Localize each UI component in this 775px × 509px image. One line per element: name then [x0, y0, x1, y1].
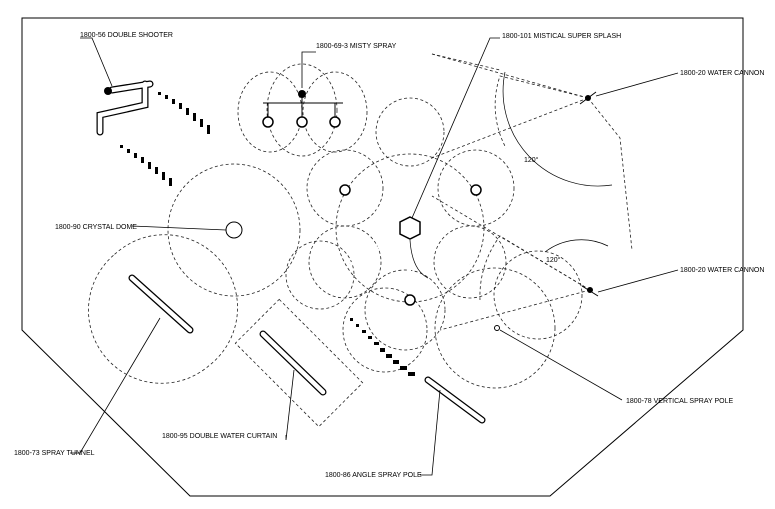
label-water-cannon-top: 1800-20 WATER CANNON	[680, 70, 764, 77]
water-cannon-bottom	[581, 285, 599, 297]
spray-tunnel	[128, 274, 194, 334]
label-spray-tunnel: 1800-73 SPRAY TUNNEL	[14, 450, 95, 457]
label-super-splash: 1800-101 MISTICAL SUPER SPLASH	[502, 33, 621, 40]
label-angle-spray-pole: 1800-86 ANGLE SPRAY POLE	[325, 472, 422, 479]
double-water-curtain	[259, 330, 327, 396]
angle-spray-pole	[350, 318, 486, 424]
angle-cannon-top: 120°	[524, 156, 539, 164]
label-double-water-curtain: 1800-95 DOUBLE WATER CURTAIN	[162, 433, 277, 440]
label-water-cannon-bottom: 1800-20 WATER CANNON	[680, 267, 764, 274]
site-boundary	[21, 17, 744, 497]
spray-zones	[88, 53, 633, 428]
vertical-spray-pole	[494, 325, 500, 331]
label-crystal-dome: 1800-90 CRYSTAL DOME	[55, 224, 137, 231]
leader-lines	[70, 37, 679, 476]
super-splash	[339, 155, 482, 306]
crystal-dome	[225, 221, 243, 239]
misty-spray	[262, 90, 343, 128]
double-shooter	[96, 80, 210, 186]
angle-cannon-bottom: 120°	[546, 256, 561, 264]
water-cannon-top	[579, 91, 597, 105]
label-misty-spray: 1800-69-3 MISTY SPRAY	[316, 43, 397, 50]
label-double-shooter: 1800-56 DOUBLE SHOOTER	[80, 32, 173, 39]
label-vertical-spray-pole: 1800-78 VERTICAL SPRAY POLE	[626, 398, 733, 405]
